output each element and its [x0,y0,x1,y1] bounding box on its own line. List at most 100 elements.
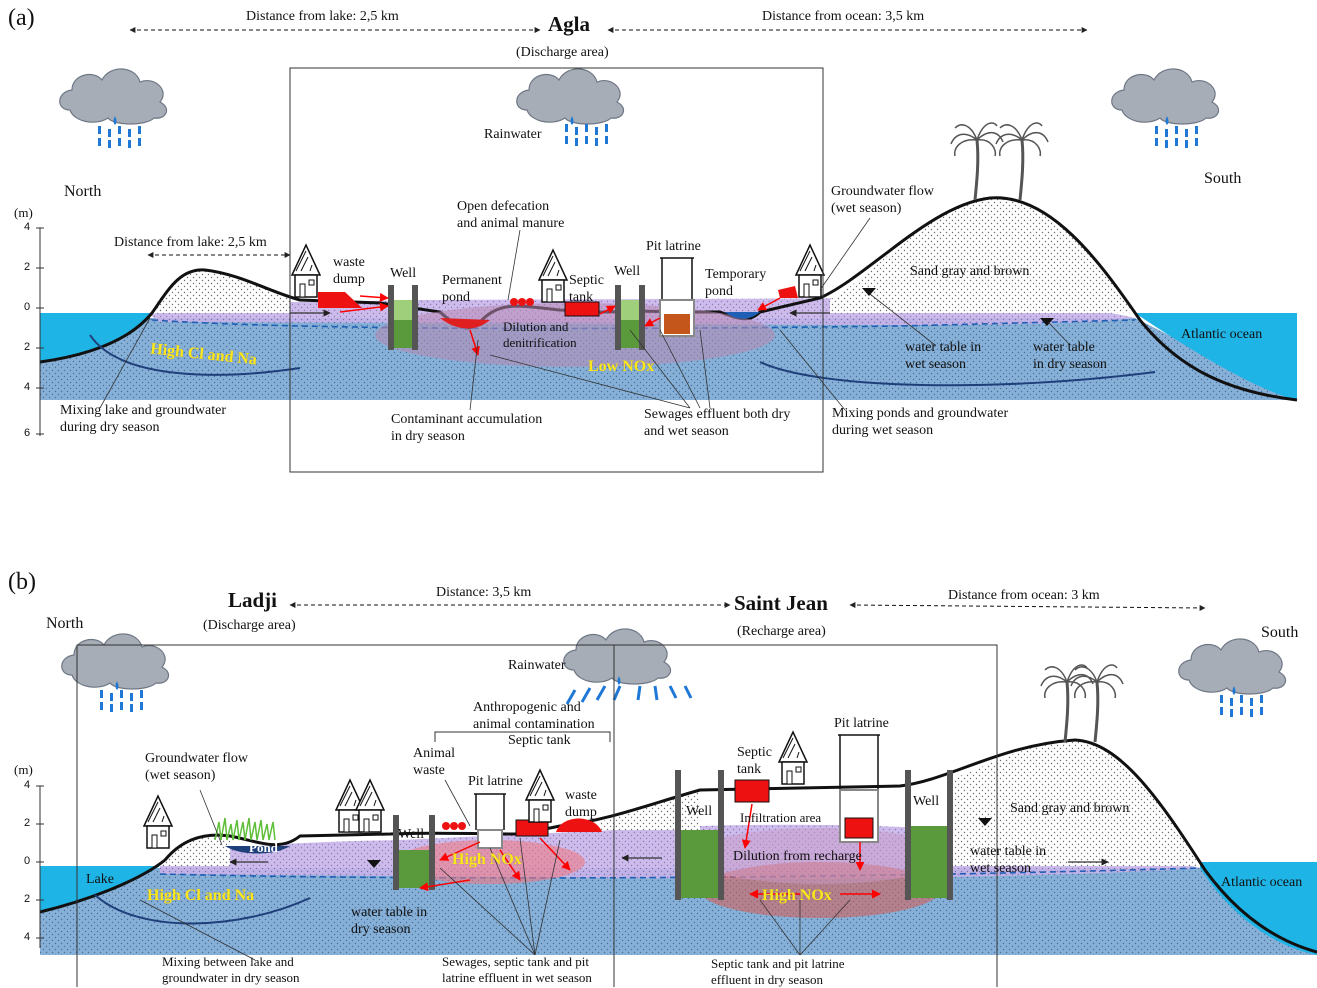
temporary-pond-a [725,312,760,319]
rain-icon [1220,695,1263,717]
axis-tick: 4 [24,221,31,233]
town-agla: Agla [548,12,590,36]
infiltration-area-label: Infiltration area [740,810,822,825]
palm-tree-icon [949,121,1005,202]
panel-b [36,602,1317,987]
palm-tree-icon [1069,663,1125,744]
well-a2 [615,285,645,350]
well-label-a1: Well [390,266,417,281]
distance-b: Distance: 3,5 km [436,585,532,600]
well-b3 [905,770,953,900]
distance-from-ocean-a: Distance from ocean: 3,5 km [762,9,925,24]
panel-b-label: (b) [8,569,36,595]
study-area-frame-a [289,67,824,473]
waste-dump-a-right [778,286,798,298]
axis-tick: 6 [24,427,31,439]
south-label-a: South [1204,170,1242,187]
pit-latrine-a [659,257,695,337]
mixing-arrow-a-right [759,361,1156,387]
axis-tick: 2 [24,817,31,829]
dilution-zone-b [690,828,950,884]
lake-b [40,866,160,912]
house-icon [355,779,385,833]
sand-label-b: Sand gray and brown [1010,801,1130,816]
dune-left-b [160,834,230,866]
pit-latrine-b2 [838,734,880,843]
rain-cloud-icon [59,68,168,126]
well-label-b1: Well [398,827,425,842]
rain-cloud-icon [563,628,672,686]
saturated-zone-b [40,868,1317,955]
mixing-arrow-a-left [89,334,301,376]
pit-latrine-label-b1: Pit latrine [468,774,523,789]
south-label-b: South [1261,624,1299,641]
study-area-frame-b [76,644,998,987]
rainwater-label-a: Rainwater [484,127,542,142]
town-saint-jean-role: (Recharge area) [737,624,826,639]
groundwater-flow-label-b: Groundwater flow(wet season) [145,751,249,783]
distance-from-ocean-b: Distance from ocean: 3 km [948,588,1100,603]
rain-cloud-icon [516,68,625,126]
house-icon [538,249,568,303]
sand-label-a: Sand gray and brown [910,264,1030,279]
house-icon [778,731,808,785]
town-ladji-role: (Discharge area) [203,618,296,633]
dune-right-b [950,740,1200,866]
town-saint-jean: Saint Jean [734,591,828,615]
north-label-b: North [46,615,84,632]
septic-tank-a [564,301,600,317]
pond-b [225,846,290,854]
axis-unit-a: (m) [14,205,33,220]
axis-tick: 2 [24,341,31,353]
septic-tank-b2 [734,779,770,803]
rain-cloud-icon [1178,638,1287,696]
pit-latrine-label-a: Pit latrine [646,239,701,254]
dune-left-a [150,269,290,313]
house-icon [795,244,825,298]
waste-dump-b [556,818,602,832]
rain-cloud-icon [1111,68,1220,126]
dune-mid-b [600,790,700,830]
dune-right-a [830,197,1135,313]
town-ladji: Ladji [228,588,278,612]
water-table-line-b [159,867,1201,879]
dilution-recharge-label: Dilution from recharge [733,849,862,864]
ocean-b [1200,862,1317,955]
axis-tick: 2 [24,261,31,273]
house-icon [525,769,555,823]
axis-unit-b: (m) [14,762,33,777]
well-label-a2: Well [614,264,641,279]
axis-tick: 0 [24,301,31,313]
axis-tick: 2 [24,893,31,905]
rain-icon [565,124,608,146]
septic-tank-label-b1: Septic tank [508,733,571,748]
house-icon [291,244,321,298]
pit-latrine-b1 [474,793,506,849]
panel-a-label: (a) [8,5,35,31]
ocean-label-b: Atlantic ocean [1221,875,1303,890]
well-label-b3: Well [913,794,940,809]
rainwater-label-b: Rainwater [508,658,566,673]
axis-tick: 0 [24,855,31,867]
north-label-a: North [64,183,102,200]
ocean-a [1135,313,1297,400]
well-a1 [388,285,418,350]
well-b2 [675,770,724,900]
